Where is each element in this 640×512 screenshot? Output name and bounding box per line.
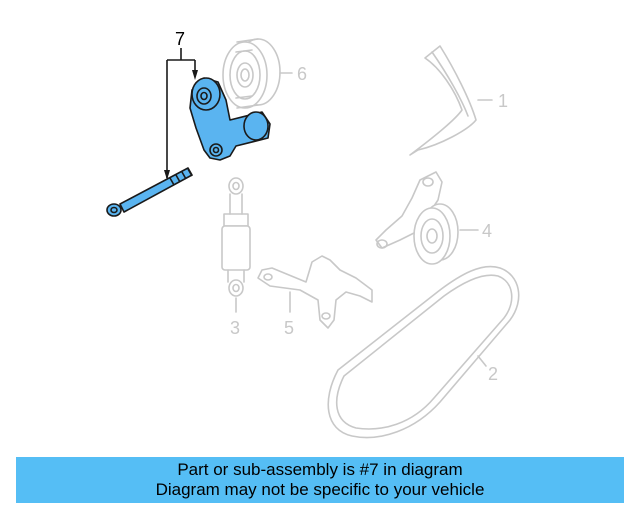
bracket-part-5: 5 [257, 255, 373, 338]
idler-pulley-part-4: 4 [375, 171, 492, 265]
callout-2: 2 [488, 364, 498, 384]
caption-bar: Part or sub-assembly is #7 in diagram Di… [16, 457, 624, 503]
caption-line-disclaimer: Diagram may not be specific to your vehi… [155, 480, 485, 499]
callout-5: 5 [284, 318, 294, 338]
callout-3: 3 [230, 318, 240, 338]
callout-6: 6 [297, 64, 307, 84]
callout-4: 4 [482, 221, 492, 241]
callout-7: 7 [175, 29, 185, 49]
damper-part-3: 3 [221, 177, 251, 338]
tensioner-assembly-part-7: 7 [106, 29, 271, 217]
serpentine-belt-part-2: 2 [327, 265, 520, 439]
pulley-part-6: 6 [222, 38, 307, 109]
callout-1: 1 [498, 91, 508, 111]
caption-line-part-number: Part or sub-assembly is #7 in diagram [177, 460, 463, 479]
belt-segment-part-1: 1 [409, 45, 508, 156]
